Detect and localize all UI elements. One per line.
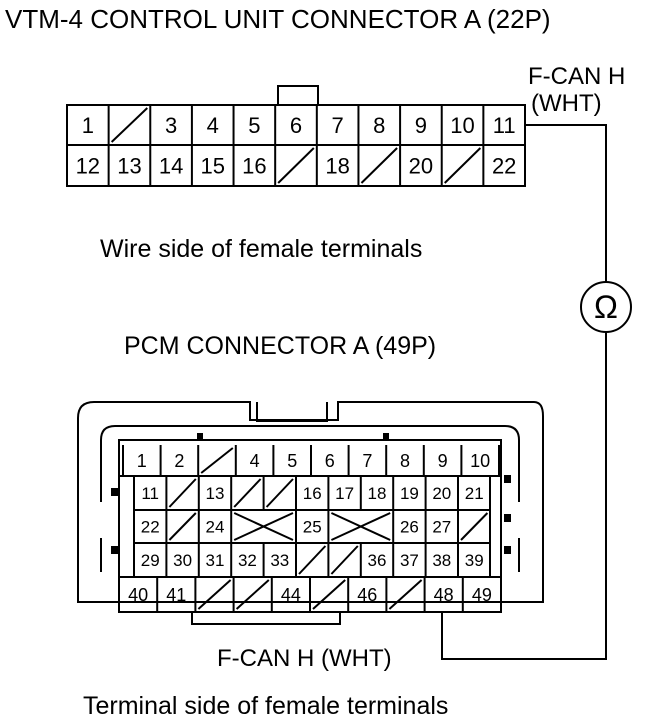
pcm-row4-terminal: 36 — [368, 551, 387, 570]
pcm-row5-terminal: 41 — [166, 585, 186, 605]
vtm-row1-terminal: 3 — [165, 113, 177, 138]
pcm-row5-terminal: 48 — [434, 585, 454, 605]
top-wire-label-line2: (WHT) — [531, 90, 602, 117]
vtm-row1-terminal: 11 — [493, 113, 516, 138]
pcm-row2-empty-cavity — [168, 478, 197, 508]
pcm-row4-terminal: 31 — [206, 551, 225, 570]
pcm-row5-terminal: 49 — [472, 585, 492, 605]
pcm-row1-terminal: 6 — [325, 451, 335, 471]
pcm-row2-terminal: 11 — [141, 484, 159, 503]
pcm-row2-empty-cavity — [233, 478, 262, 508]
vtm-row2-terminal: 20 — [409, 153, 433, 178]
pcm-row3-empty-cavity — [168, 512, 197, 541]
pcm-row1-terminal: 5 — [287, 451, 297, 471]
bottom-wire-label: F-CAN H (WHT) — [217, 645, 392, 672]
pcm-row1-terminal: 8 — [400, 451, 410, 471]
vtm-connector-caption: Wire side of female terminals — [100, 235, 423, 263]
pcm-row1-empty-cavity — [200, 447, 234, 474]
vtm-row1-terminal: 5 — [248, 113, 260, 138]
pcm-row1-terminal: 1 — [137, 451, 147, 471]
pcm-row1-terminal: 4 — [250, 451, 260, 471]
pcm-row4-terminal: 32 — [238, 551, 257, 570]
pcm-row3-terminal: 22 — [141, 518, 160, 537]
pcm-row4-terminal: 39 — [465, 551, 484, 570]
vtm-row1-terminal: 4 — [207, 113, 219, 138]
pcm-connector-top-lock — [256, 402, 328, 422]
pcm-row4-terminal: 38 — [432, 551, 451, 570]
pcm-row1-terminal: 7 — [362, 451, 372, 471]
pcm-row1-terminal: 2 — [174, 451, 184, 471]
pcm-row5-empty-cavity — [235, 579, 270, 610]
pcm-row5-empty-cavity — [197, 579, 232, 610]
vtm-row2-empty-cavity — [277, 147, 315, 184]
vtm-row2-empty-cavity — [360, 147, 398, 184]
pcm-row3-terminal: 25 — [303, 518, 322, 537]
pcm-row2-terminal: 16 — [303, 484, 322, 503]
pcm-connector-title: PCM CONNECTOR A (49P) — [124, 332, 437, 360]
vtm-row2-terminal: 16 — [242, 153, 266, 178]
pcm-row5-terminal: 44 — [281, 585, 301, 605]
vtm-row2-empty-cavity — [444, 147, 482, 184]
pcm-row2-terminal: 21 — [465, 484, 484, 503]
top-wire — [525, 124, 607, 282]
pcm-row2-empty-cavity — [265, 478, 294, 508]
bottom-wire — [441, 332, 607, 660]
ohmmeter-omega: Ω — [594, 289, 618, 325]
vtm-row1-terminal: 10 — [450, 113, 474, 138]
pcm-row3-terminal: 27 — [432, 518, 451, 537]
pcm-row2-terminal: 19 — [400, 484, 419, 503]
pcm-row4-terminal: 29 — [141, 551, 160, 570]
pcm-row2-terminal: 13 — [206, 484, 225, 503]
vtm-row2-terminal: 22 — [492, 153, 516, 178]
pcm-row2-terminal: 20 — [432, 484, 451, 503]
vtm-row1-terminal: 6 — [290, 113, 302, 138]
vtm-connector-title: VTM-4 CONTROL UNIT CONNECTOR A (22P) — [5, 4, 551, 34]
vtm-row2-terminal: 13 — [117, 153, 141, 178]
vtm-row2-terminal: 15 — [200, 153, 224, 178]
vtm-row2-terminal: 14 — [159, 153, 183, 178]
pcm-row3-empty-cavity — [460, 512, 489, 541]
vtm-connector-lock-tab — [277, 85, 319, 105]
pcm-row5-terminal: 46 — [357, 585, 377, 605]
pcm-row5-empty-cavity — [312, 579, 346, 610]
vtm-row2-terminal: 12 — [76, 153, 100, 178]
pcm-row5-empty-cavity — [388, 579, 423, 610]
pcm-row3-terminal: 24 — [206, 518, 225, 537]
pcm-row1-terminal: 9 — [438, 451, 448, 471]
pcm-row2-terminal: 17 — [335, 484, 354, 503]
pcm-row2-terminal: 18 — [368, 484, 387, 503]
vtm-row1-terminal: 9 — [415, 113, 427, 138]
pcm-row4-terminal: 37 — [400, 551, 419, 570]
pcm-row4-terminal: 30 — [173, 551, 192, 570]
pcm-row1-terminal: 10 — [470, 451, 490, 471]
pcm-row4-empty-cavity — [298, 545, 327, 575]
pcm-row4-empty-cavity — [330, 545, 359, 575]
vtm-row2-terminal: 18 — [325, 153, 349, 178]
vtm-row1-terminal: 7 — [332, 113, 344, 138]
pcm-connector-shell — [77, 401, 544, 603]
pcm-row3-terminal: 26 — [400, 518, 419, 537]
vtm-row1-empty-cavity — [110, 107, 148, 143]
top-wire-label-line1: F-CAN H — [528, 63, 626, 90]
pcm-row4-terminal: 33 — [270, 551, 289, 570]
vtm-row1-terminal: 1 — [82, 113, 94, 138]
pcm-connector-caption: Terminal side of female terminals — [83, 692, 449, 720]
pcm-row5-terminal: 40 — [128, 585, 148, 605]
vtm-row1-terminal: 8 — [373, 113, 385, 138]
